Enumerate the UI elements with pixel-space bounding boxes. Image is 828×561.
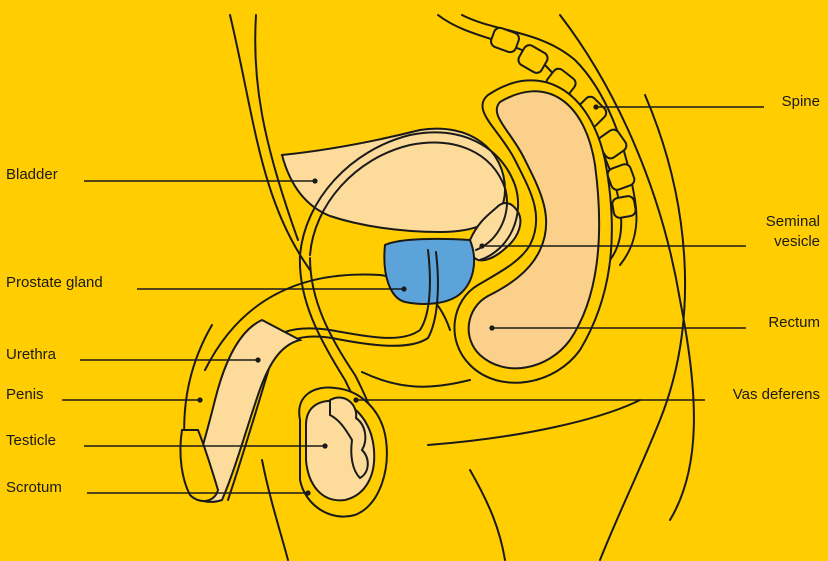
leg-line-2 [470, 470, 505, 560]
label-prostate-gland: Prostate gland [6, 274, 103, 292]
leg-line-1 [262, 460, 288, 560]
label-vas-deferens: Vas deferens [733, 386, 820, 404]
label-scrotum: Scrotum [6, 479, 62, 497]
label-penis: Penis [6, 386, 44, 404]
label-rectum: Rectum [768, 314, 820, 332]
buttock-line [428, 400, 640, 445]
abdomen-outline [230, 15, 310, 270]
perineum-curve [362, 372, 470, 387]
label-bladder: Bladder [6, 166, 58, 184]
label-testicle: Testicle [6, 432, 56, 450]
label-urethra: Urethra [6, 346, 56, 364]
label-seminal-vesicle-line2: vesicle [774, 233, 820, 251]
label-spine: Spine [782, 93, 820, 111]
label-seminal-vesicle-line1: Seminal [766, 213, 820, 231]
